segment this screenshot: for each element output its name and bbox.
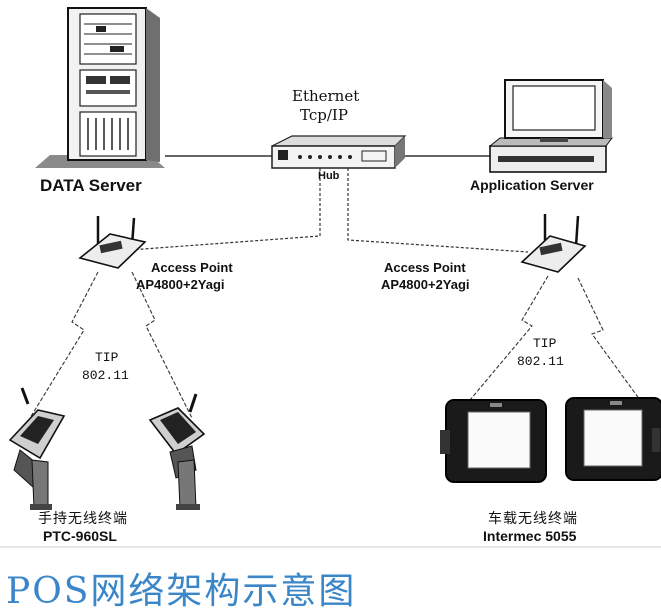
handheld-terminal-left-icon <box>8 387 66 510</box>
left-ap-label-line2: AP4800+2Yagi <box>136 277 225 292</box>
right-device-model: Intermec 5055 <box>483 528 577 544</box>
right-device-cn-label: 车载无线终端 <box>488 511 578 527</box>
right-link-protocol: TIP <box>533 336 557 351</box>
figure-caption: POS网络架构示意图 <box>6 571 357 612</box>
ethernet-label: Ethernet <box>292 87 360 105</box>
hub-to-ap-links <box>129 168 529 253</box>
left-link-standard: 802.11 <box>82 368 129 383</box>
right-ap-label-line1: Access Point <box>384 260 466 275</box>
caption-divider <box>0 546 661 548</box>
application-server-label: Application Server <box>470 177 594 193</box>
application-server-icon <box>488 79 613 173</box>
data-server-icon <box>35 7 165 168</box>
hub-icon <box>271 135 407 169</box>
data-server-label: DATA Server <box>40 176 142 195</box>
right-ap-label-line2: AP4800+2Yagi <box>381 277 470 292</box>
left-device-cn-label: 手持无线终端 <box>38 511 128 527</box>
wireless-links <box>29 271 641 419</box>
tcpip-label: Tcp/IP <box>300 106 348 124</box>
left-access-point-icon <box>78 216 147 269</box>
right-link-standard: 802.11 <box>517 354 564 369</box>
vehicle-terminal-left-icon <box>440 399 547 483</box>
left-device-model: PTC-960SL <box>43 528 117 544</box>
handheld-terminal-right-icon <box>148 393 206 510</box>
hub-label: Hub <box>318 170 340 182</box>
left-ap-label-line1: Access Point <box>151 260 233 275</box>
right-access-point-icon <box>520 214 587 273</box>
vehicle-terminal-right-icon <box>565 397 661 481</box>
diagram-graphics <box>8 7 661 510</box>
left-link-protocol: TIP <box>95 350 119 365</box>
